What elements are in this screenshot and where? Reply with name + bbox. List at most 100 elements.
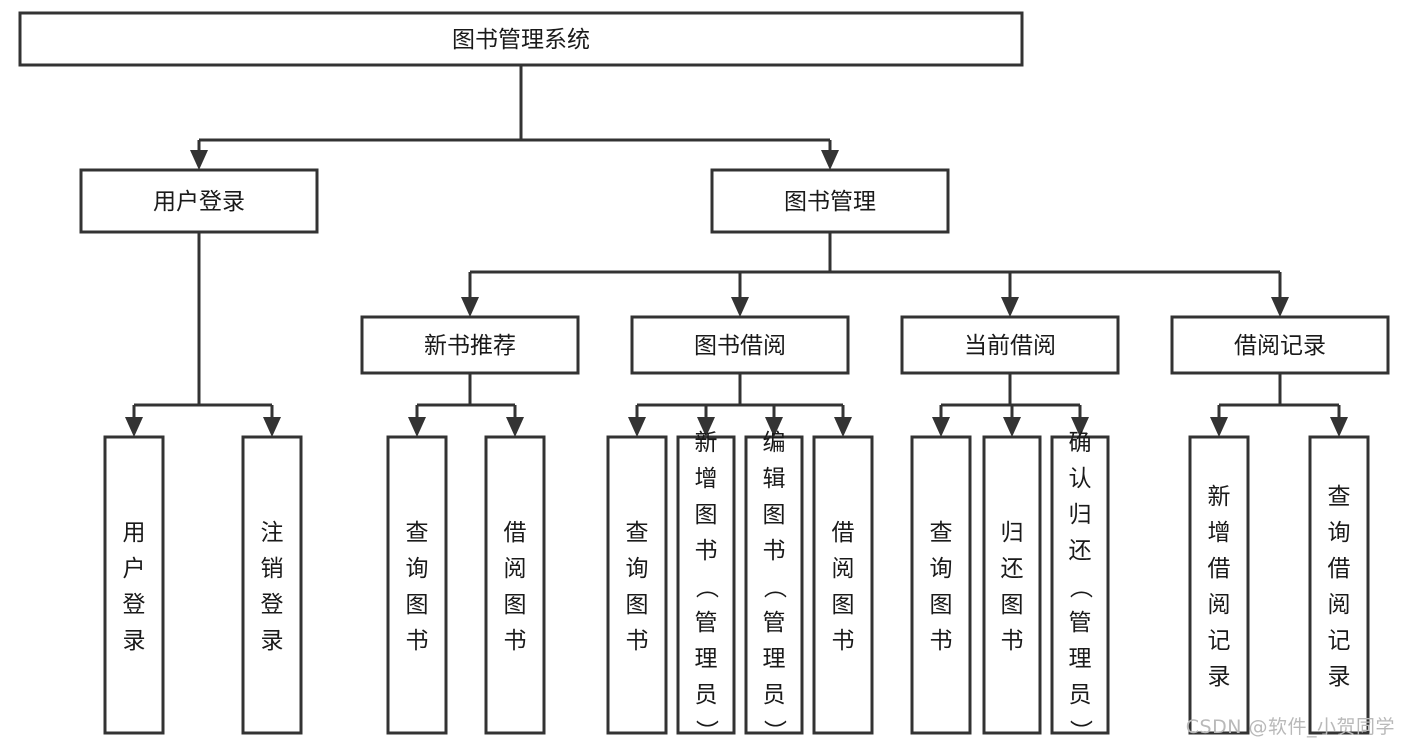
connector-layer (125, 65, 1348, 437)
leaf-box (676, 435, 736, 735)
svg-text:归: 归 (1001, 520, 1024, 546)
level2-node[interactable]: 用户登录 (79, 168, 319, 234)
leaf-box (1050, 435, 1110, 735)
arrow-head-icon (263, 417, 281, 437)
svg-text:录: 录 (123, 628, 146, 654)
svg-text:）: ） (761, 720, 787, 743)
arrow-head-icon (821, 150, 839, 170)
svg-text:录: 录 (1208, 664, 1231, 690)
level3-node[interactable]: 新书推荐 (360, 315, 580, 375)
svg-text:图: 图 (504, 592, 527, 618)
svg-text:图: 图 (832, 592, 855, 618)
svg-text:询: 询 (1328, 520, 1351, 546)
svg-text:员: 员 (695, 682, 718, 708)
arrow-head-icon (1271, 297, 1289, 317)
arrow-head-icon (731, 297, 749, 317)
svg-text:归: 归 (1069, 502, 1092, 528)
svg-text:（: （ (761, 576, 787, 599)
leaf-box (606, 435, 668, 735)
svg-text:询: 询 (930, 556, 953, 582)
level2-label: 用户登录 (153, 189, 245, 215)
level3-box (630, 315, 850, 375)
svg-text:阅: 阅 (504, 556, 527, 582)
svg-text:户: 户 (123, 556, 146, 582)
svg-text:查: 查 (930, 520, 953, 546)
svg-text:图: 图 (406, 592, 429, 618)
level2-box (79, 168, 319, 234)
arrow-head-icon (697, 417, 715, 437)
svg-text:编: 编 (763, 430, 786, 456)
svg-text:图: 图 (695, 502, 718, 528)
svg-text:录: 录 (261, 628, 284, 654)
edge-group (190, 65, 839, 170)
svg-text:）: ） (693, 720, 719, 743)
svg-text:借: 借 (504, 520, 527, 546)
svg-text:还: 还 (1001, 556, 1024, 582)
edge-group (628, 373, 852, 437)
svg-text:书: 书 (763, 538, 786, 564)
edge-group (461, 232, 1289, 317)
svg-text:询: 询 (406, 556, 429, 582)
svg-text:查: 查 (1328, 484, 1351, 510)
svg-text:书: 书 (406, 628, 429, 654)
leaf-box (1308, 435, 1370, 735)
arrow-head-icon (834, 417, 852, 437)
level3-label: 图书借阅 (694, 333, 786, 359)
arrow-head-icon (1001, 297, 1019, 317)
level3-node[interactable]: 借阅记录 (1170, 315, 1390, 375)
level3-box (360, 315, 580, 375)
level2-box (710, 168, 950, 234)
svg-text:图: 图 (1001, 592, 1024, 618)
arrow-head-icon (932, 417, 950, 437)
level3-node[interactable]: 当前借阅 (900, 315, 1120, 375)
leaf-box (910, 435, 972, 735)
svg-text:查: 查 (626, 520, 649, 546)
leaf-node[interactable]: 用户登录 (103, 435, 165, 735)
leaf-box (744, 435, 804, 735)
leaf-box (103, 435, 165, 735)
svg-text:书: 书 (695, 538, 718, 564)
root-node[interactable]: 图书管理系统 (18, 11, 1024, 67)
svg-text:注: 注 (261, 520, 284, 546)
leaf-box (241, 435, 303, 735)
svg-text:理: 理 (1069, 646, 1092, 672)
level3-node[interactable]: 图书借阅 (630, 315, 850, 375)
edge-group (932, 373, 1089, 437)
svg-text:询: 询 (626, 556, 649, 582)
leaf-box (982, 435, 1042, 735)
arrow-head-icon (765, 417, 783, 437)
svg-text:新: 新 (695, 430, 718, 456)
edge-group (125, 232, 281, 437)
svg-text:理: 理 (695, 646, 718, 672)
svg-text:认: 认 (1069, 466, 1092, 492)
svg-text:增: 增 (695, 466, 718, 492)
leaf-box (812, 435, 874, 735)
level3-box (900, 315, 1120, 375)
level2-node[interactable]: 图书管理 (710, 168, 950, 234)
leaf-box (484, 435, 546, 735)
svg-text:阅: 阅 (832, 556, 855, 582)
svg-text:员: 员 (763, 682, 786, 708)
svg-text:员: 员 (1069, 682, 1092, 708)
edge-group (1210, 373, 1348, 437)
svg-text:管: 管 (763, 610, 786, 636)
